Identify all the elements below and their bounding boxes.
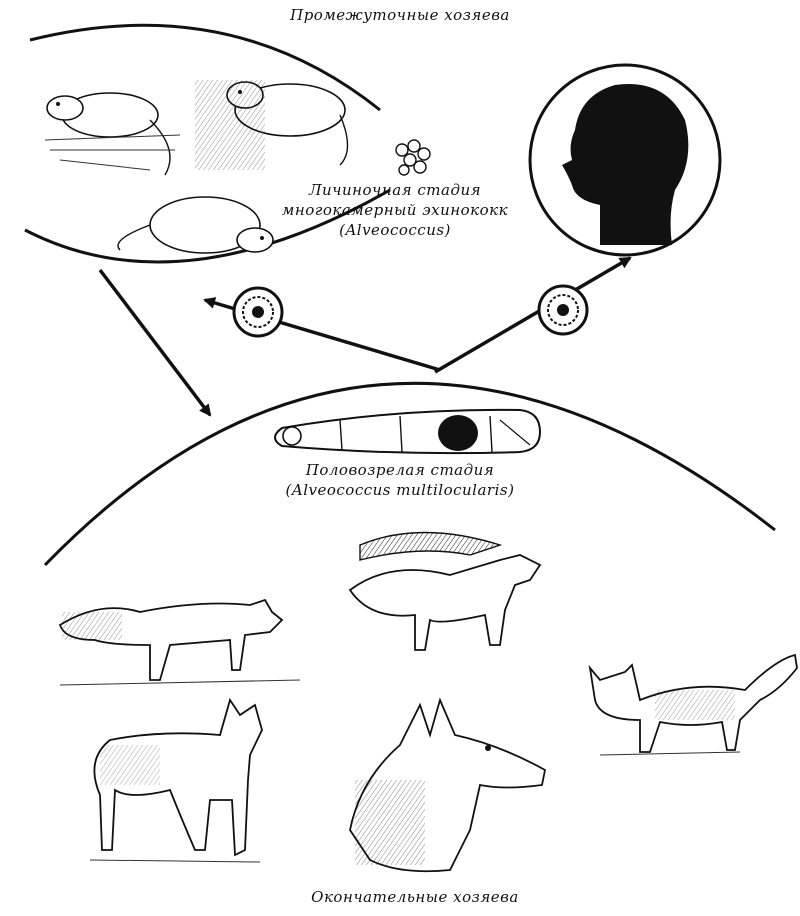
definitive-hosts-label: Окончательные хозяева bbox=[270, 888, 560, 906]
larval-stage-label: Личиночная стадия многокамерный эхинокок… bbox=[265, 180, 525, 240]
cyst-icon bbox=[396, 140, 430, 175]
adult-stage-latin: (Alveococcus multilocularis) bbox=[250, 480, 550, 500]
tapeworm-icon bbox=[275, 410, 540, 453]
larval-stage-subtitle: многокамерный эхинококк bbox=[265, 200, 525, 220]
wolf-icon bbox=[94, 700, 262, 855]
larval-stage-latin: (Alveococcus) bbox=[265, 220, 525, 240]
egg-icon bbox=[539, 286, 587, 334]
adult-stage-label: Половозрелая стадия (Alveococcus multilo… bbox=[250, 460, 550, 500]
fox-icon bbox=[60, 600, 282, 680]
egg-icon bbox=[234, 288, 282, 336]
arctic-fox-icon bbox=[350, 533, 540, 651]
adult-stage-title: Половозрелая стадия bbox=[250, 460, 550, 480]
human-head-icon bbox=[530, 65, 720, 255]
lifecycle-arrows bbox=[100, 258, 630, 415]
intermediate-hosts-label: Промежуточные хозяева bbox=[250, 6, 550, 24]
larval-stage-title: Личиночная стадия bbox=[265, 180, 525, 200]
cat-icon bbox=[590, 655, 797, 752]
dog-icon bbox=[350, 700, 545, 871]
